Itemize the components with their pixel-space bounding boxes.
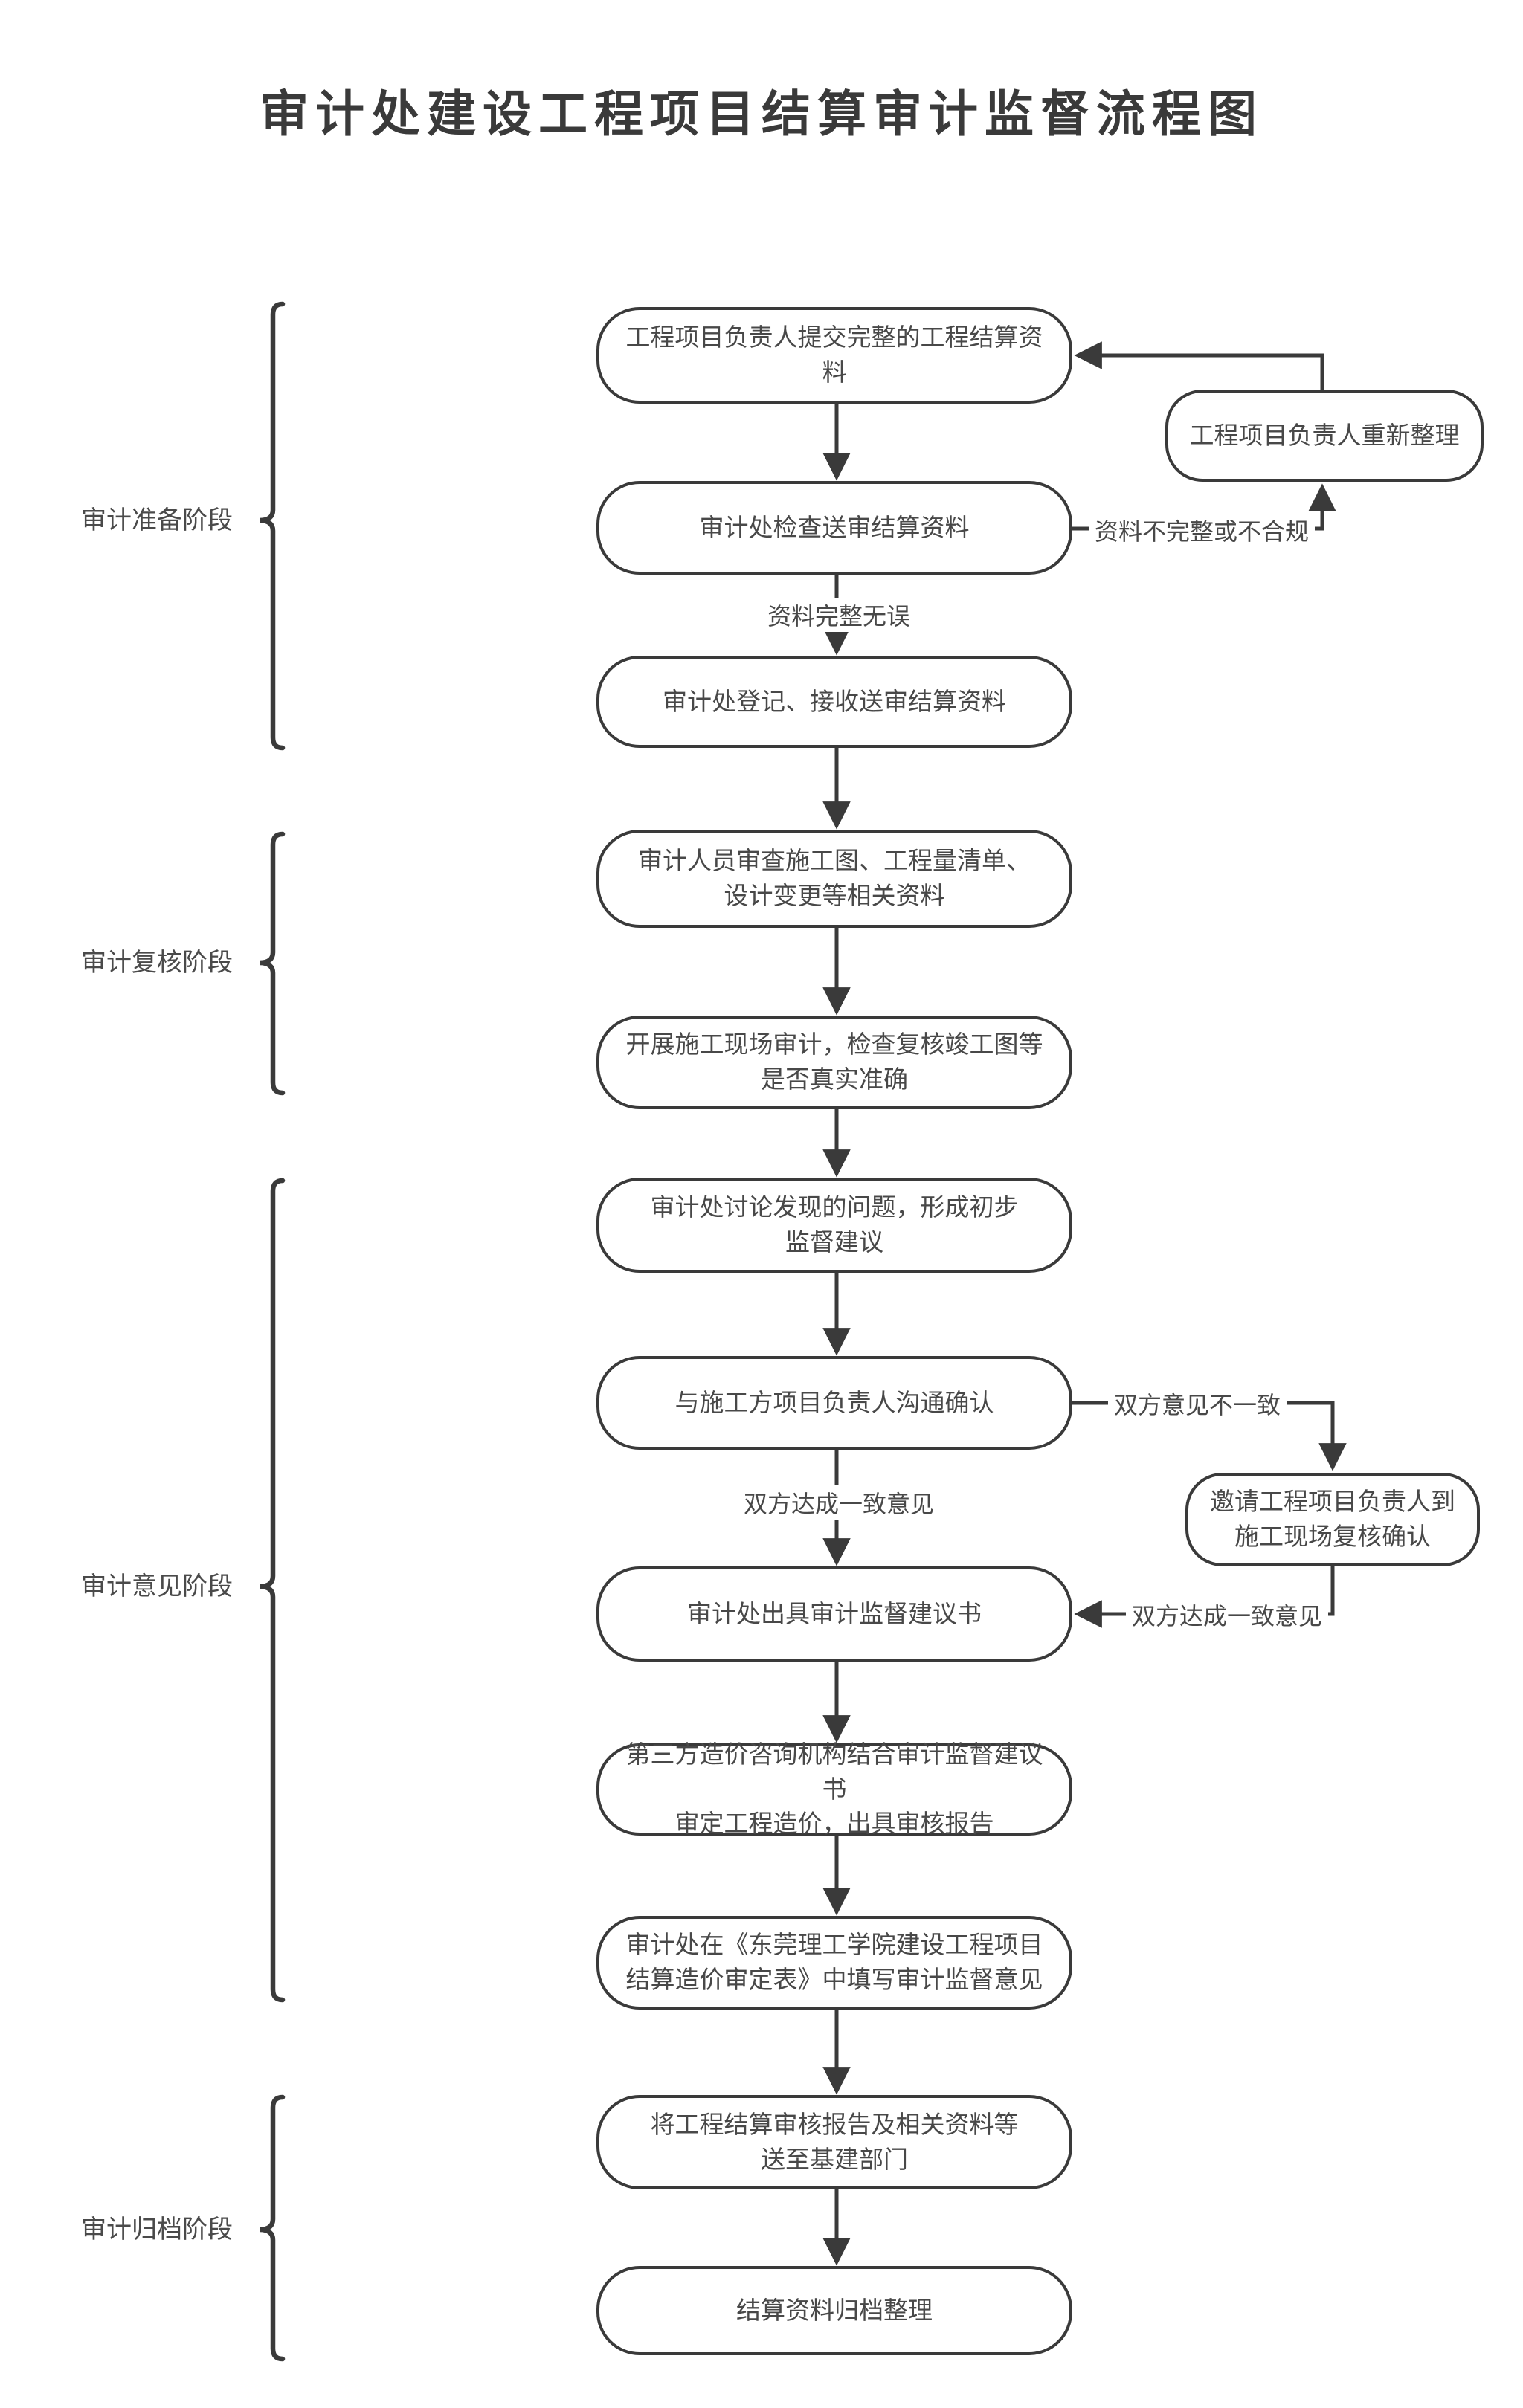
- phase-label-review: 审计复核阶段: [81, 949, 233, 977]
- flow-node-third-party-review: 第三方造价咨询机构结合审计监督建议书 审定工程造价，出具审核报告: [596, 1740, 1072, 1837]
- flow-node-communicate-contractor: 与施工方项目负责人沟通确认: [596, 1356, 1072, 1450]
- phase-brace-review: [259, 831, 286, 1096]
- phase-brace-preparation: [259, 301, 286, 751]
- flow-node-review-drawings: 审计人员审查施工图、工程量清单、 设计变更等相关资料: [596, 830, 1072, 928]
- phase-label-preparation: 审计准备阶段: [81, 506, 233, 535]
- flow-node-site-audit: 开展施工现场审计，检查复核竣工图等 是否真实准确: [596, 1016, 1072, 1109]
- flow-node-invite-site-review: 邀请工程项目负责人到 施工现场复核确认: [1185, 1473, 1480, 1566]
- edge-label-materials-incomplete: 资料不完整或不合规: [1088, 513, 1316, 547]
- flow-node-send-to-infrastructure: 将工程结算审核报告及相关资料等 送至基建部门: [596, 2095, 1072, 2189]
- phase-brace-opinion: [259, 1178, 286, 2003]
- phase-brace-archive: [259, 2094, 286, 2362]
- page-title: 审计处建设工程项目结算审计监督流程图: [260, 86, 1263, 141]
- flow-node-discuss-issues: 审计处讨论发现的问题，形成初步 监督建议: [596, 1178, 1072, 1273]
- flow-node-submit-materials: 工程项目负责人提交完整的工程结算资料: [596, 307, 1072, 404]
- flow-node-check-materials: 审计处检查送审结算资料: [596, 481, 1072, 575]
- flow-node-issue-recommendation: 审计处出具审计监督建议书: [596, 1566, 1072, 1662]
- edge-label-materials-complete: 资料完整无误: [761, 598, 917, 632]
- flow-node-register-receive: 审计处登记、接收送审结算资料: [596, 656, 1072, 748]
- flow-node-reorganize-materials: 工程项目负责人重新整理: [1165, 390, 1484, 482]
- flow-node-fill-opinion: 审计处在《东莞理工学院建设工程项目 结算造价审定表》中填写审计监督意见: [596, 1916, 1072, 2010]
- phase-label-opinion: 审计意见阶段: [81, 1572, 233, 1601]
- edge-label-agreement-down: 双方达成一致意见: [737, 1485, 941, 1520]
- edge-label-agreement-side: 双方达成一致意见: [1125, 1598, 1329, 1632]
- phase-label-archive: 审计归档阶段: [81, 2215, 233, 2244]
- flow-node-archive-materials: 结算资料归档整理: [596, 2266, 1072, 2355]
- edge-label-opinions-differ: 双方意见不一致: [1107, 1387, 1287, 1421]
- arrow-reorganize-to-submit: [1074, 341, 1324, 390]
